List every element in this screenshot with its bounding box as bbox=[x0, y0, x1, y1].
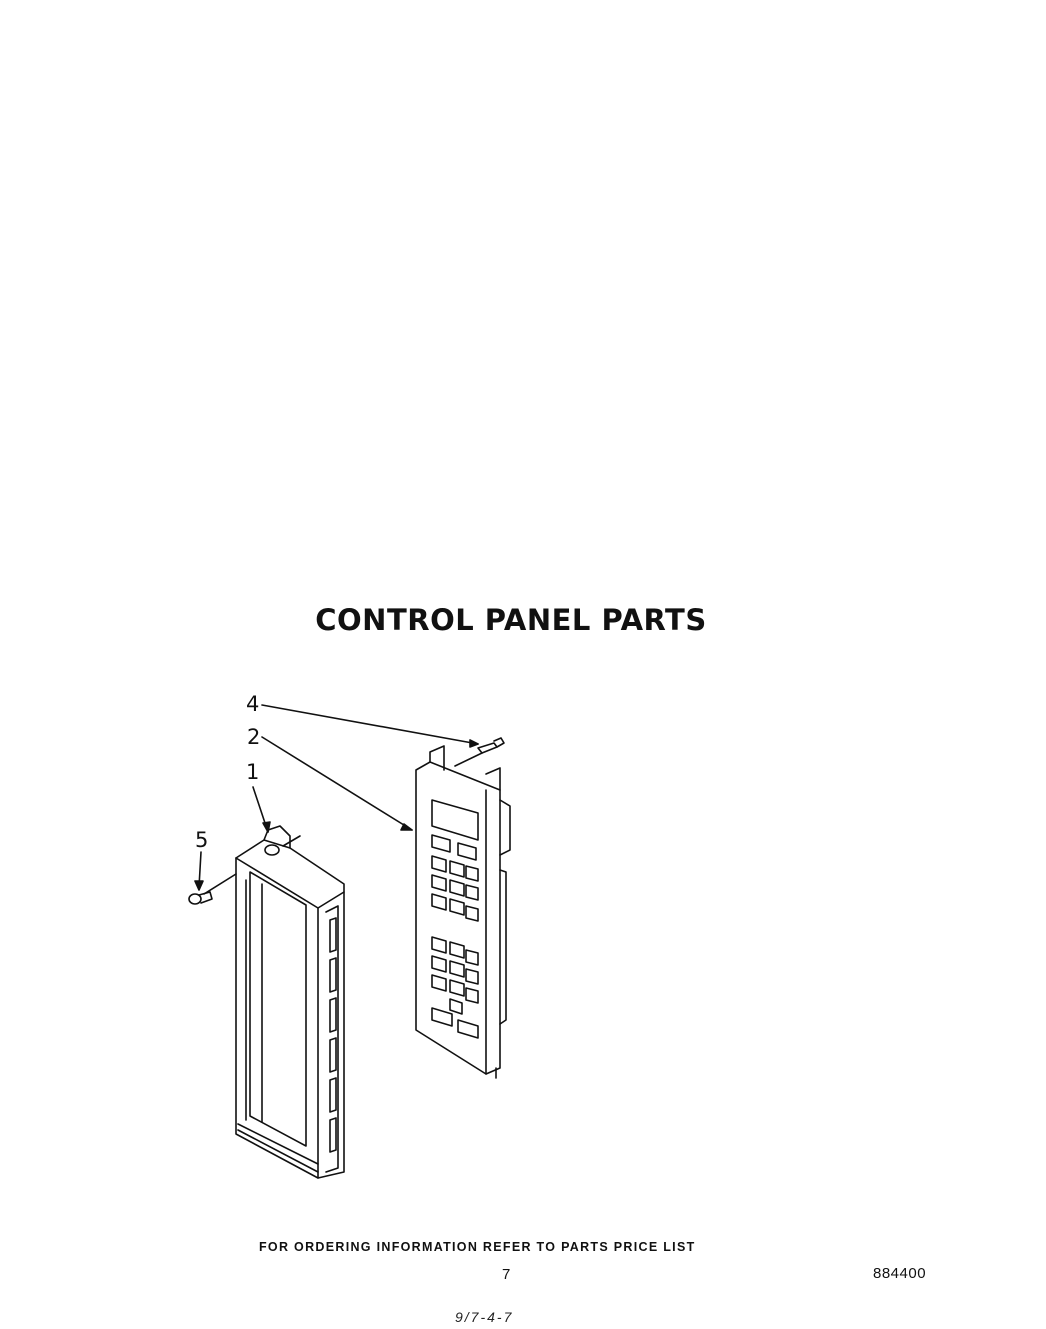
leader-lines bbox=[194, 704, 479, 891]
page-title: CONTROL PANEL PARTS bbox=[315, 603, 707, 637]
ordering-note: FOR ORDERING INFORMATION REFER TO PARTS … bbox=[259, 1240, 696, 1254]
callout-2: 2 bbox=[247, 725, 261, 749]
screw-icon bbox=[454, 737, 505, 767]
callout-4: 4 bbox=[246, 692, 260, 716]
control-panel-frame-icon bbox=[203, 825, 345, 1179]
document-number: 884400 bbox=[873, 1265, 927, 1282]
callout-1: 1 bbox=[246, 760, 260, 784]
touchpad-panel-icon bbox=[415, 745, 511, 1079]
callout-5: 5 bbox=[195, 828, 209, 852]
handwritten-mark: 9/7-4-7 bbox=[455, 1309, 514, 1325]
screw-icon bbox=[188, 891, 213, 905]
page-number: 7 bbox=[502, 1266, 511, 1283]
